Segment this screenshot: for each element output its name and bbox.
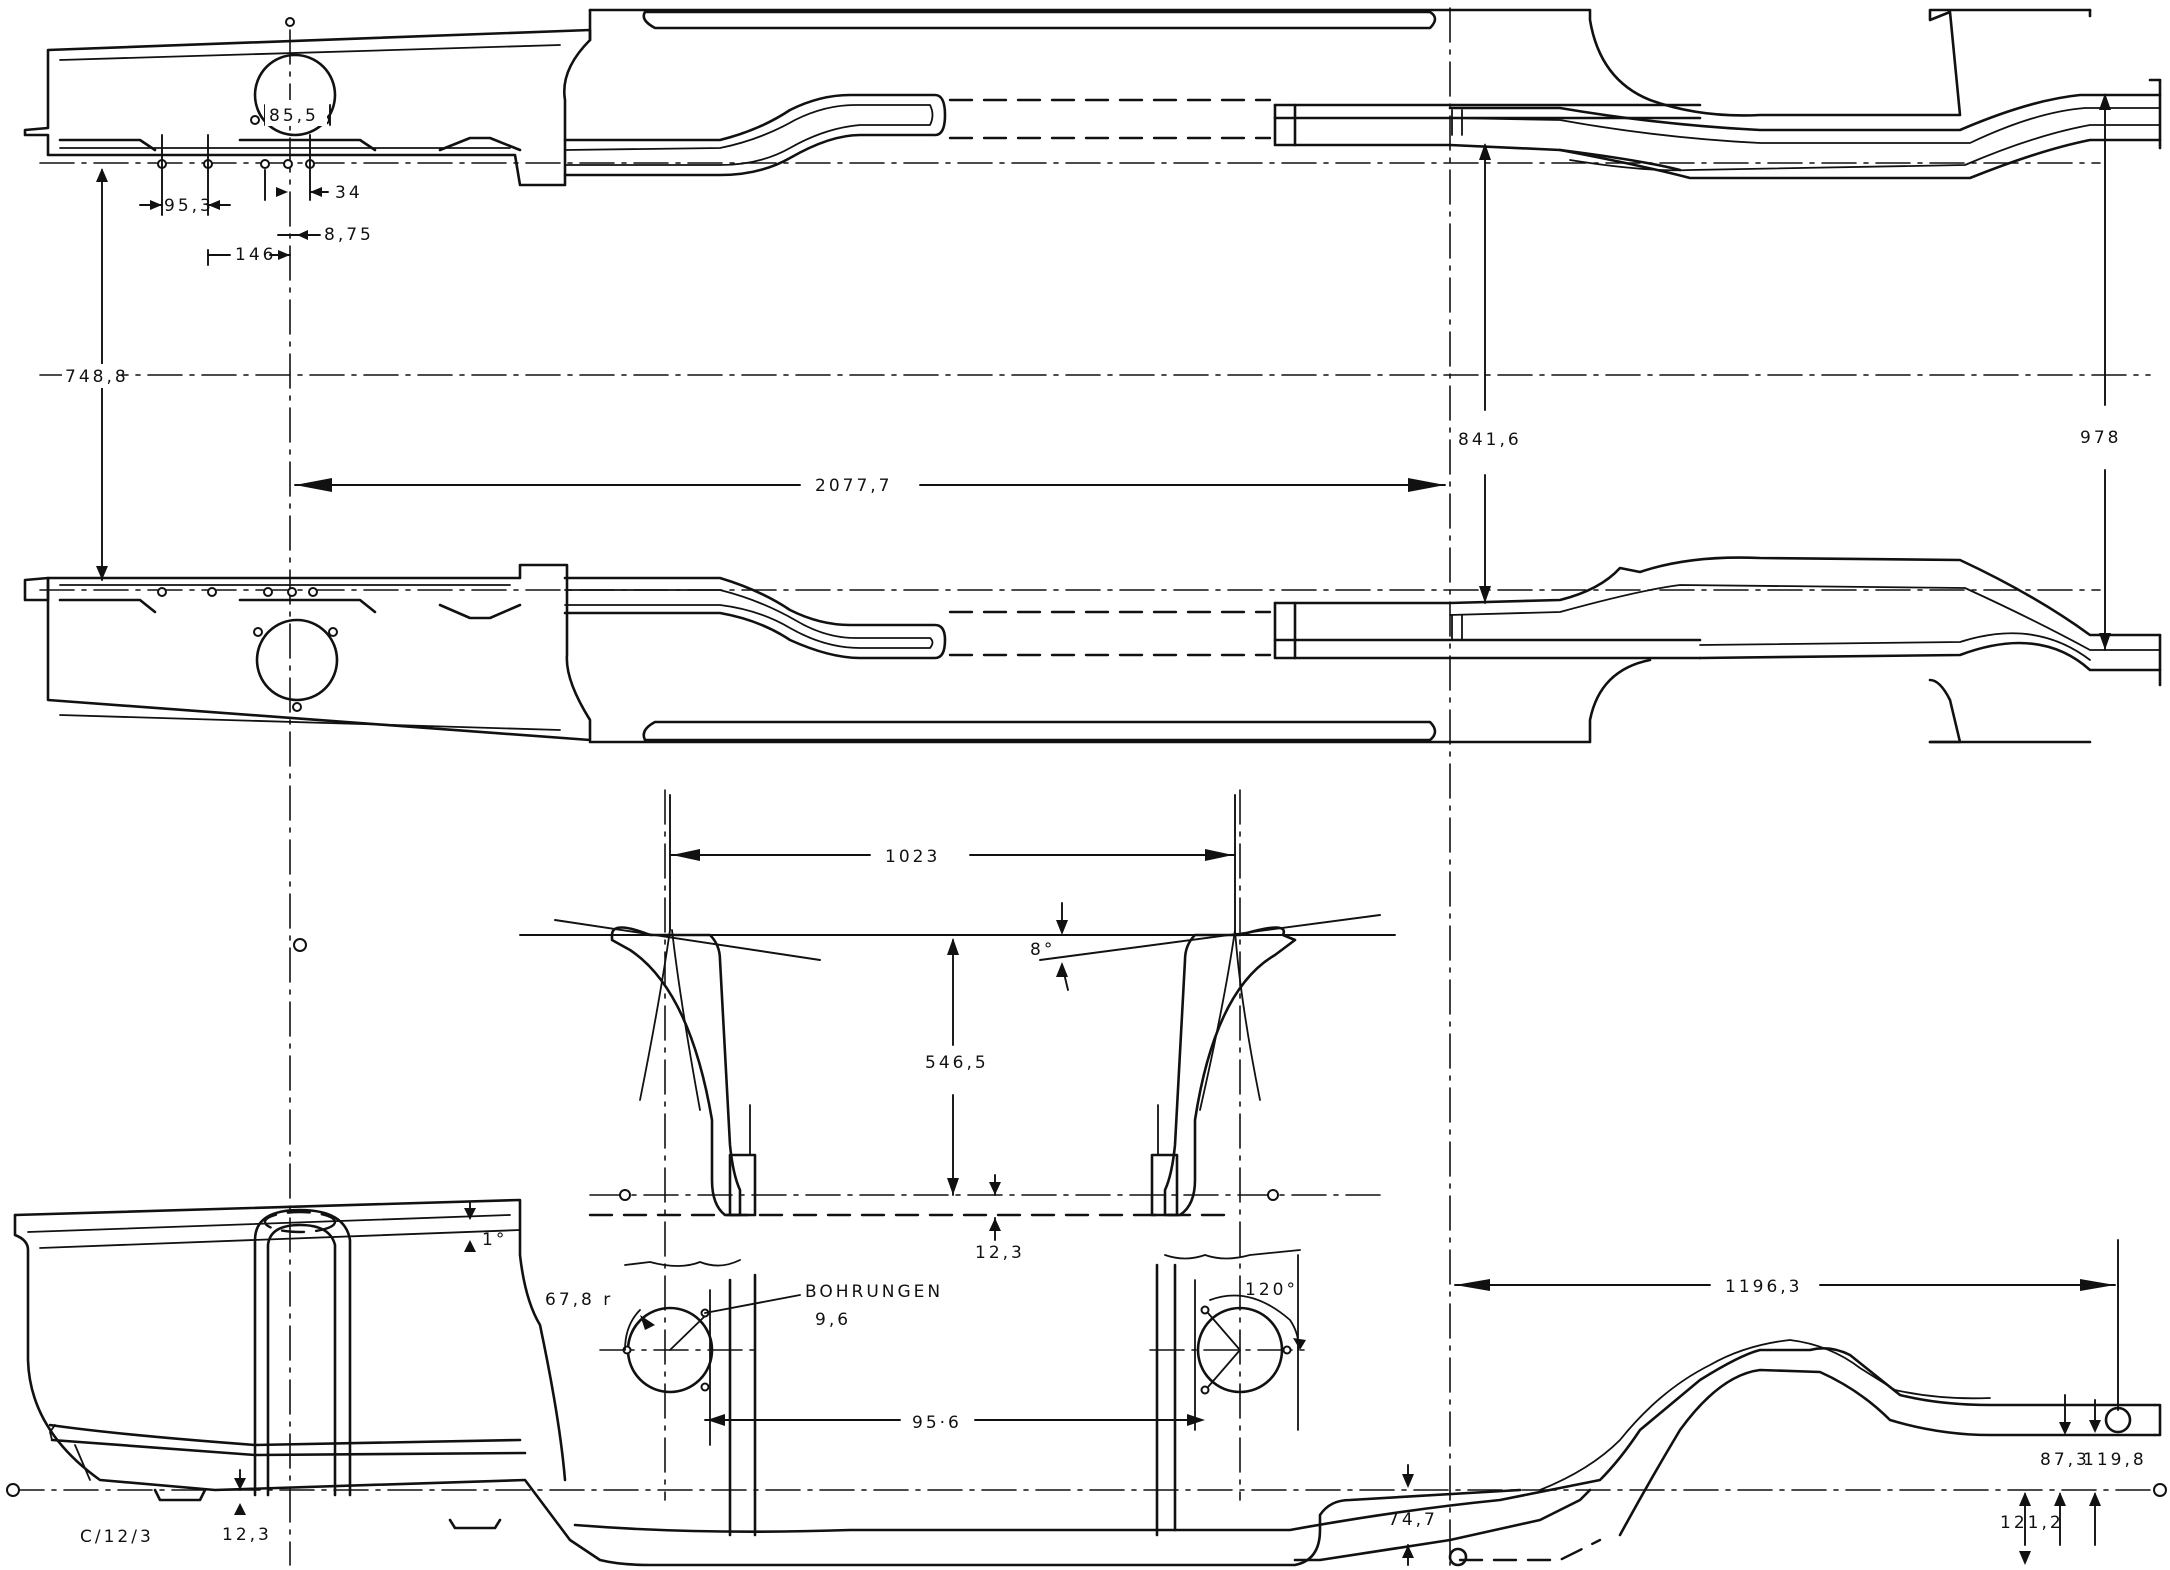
dim-label-1198: 119,8 [2083,1450,2147,1470]
dim-label-123-low: 12,3 [222,1525,272,1545]
dim-label-20777: 2077,7 [815,476,892,496]
right-flange-detail [704,1249,1306,1537]
dim-label-1212: 121,2 [2000,1513,2064,1533]
spring-mount-circle [253,53,337,137]
drawing-code: C/12/3 [80,1527,154,1547]
lower-rail-holes [157,587,318,597]
dim-label-7488: 748,8 [65,367,129,387]
dim-label-978: 978 [2080,428,2121,448]
dim-label-956: 95·6 [912,1413,962,1433]
side-view-frame [6,938,2167,1567]
dim-label-96: 9,6 [815,1310,851,1330]
top-view-upper-rail [23,8,2162,187]
dim-label-123-mid: 12,3 [975,1243,1025,1263]
lower-spring-mount-circle [255,618,339,702]
dim-label-5465: 546,5 [925,1053,989,1073]
dim-label-873: 87,3 [2040,1450,2090,1470]
left-flange-detail [622,1259,801,1537]
dim-label-120deg: 120° [1245,1280,1298,1300]
top-view-dimension-lines [96,93,2111,651]
left-bracket [610,926,757,1217]
dim-label-1023: 1023 [885,847,940,867]
side-view-dimension-lines [234,1202,2119,1566]
dim-label-34: 34 [335,183,363,203]
right-bracket [1150,926,1297,1217]
dimension-labels: 85,5 95,3 34 8,75 146 748,8 2077,7 841,6… [62,100,2147,1547]
dim-label-747: 74,7 [1388,1510,1438,1530]
dim-label-678r: 67,8 r [545,1290,613,1310]
dim-label-1deg: 1° [482,1230,507,1250]
dim-label-8deg: 8° [1030,940,1055,960]
top-view-lower-rail [23,556,2162,744]
dim-label-875: 8,75 [324,225,374,245]
center-lines [9,7,2161,1566]
dim-label-11963: 1196,3 [1725,1277,1802,1297]
bracket-dimension-lines [519,794,1396,1241]
dim-label-953: 95,3 [164,196,214,216]
dim-label-8416: 841,6 [1458,430,1522,450]
dim-label-bohrungen: BOHRUNGEN [805,1282,943,1302]
upper-rail-holes [157,159,315,169]
dim-label-146: 146 [235,245,276,265]
dim-label-855: 85,5 [269,106,319,126]
